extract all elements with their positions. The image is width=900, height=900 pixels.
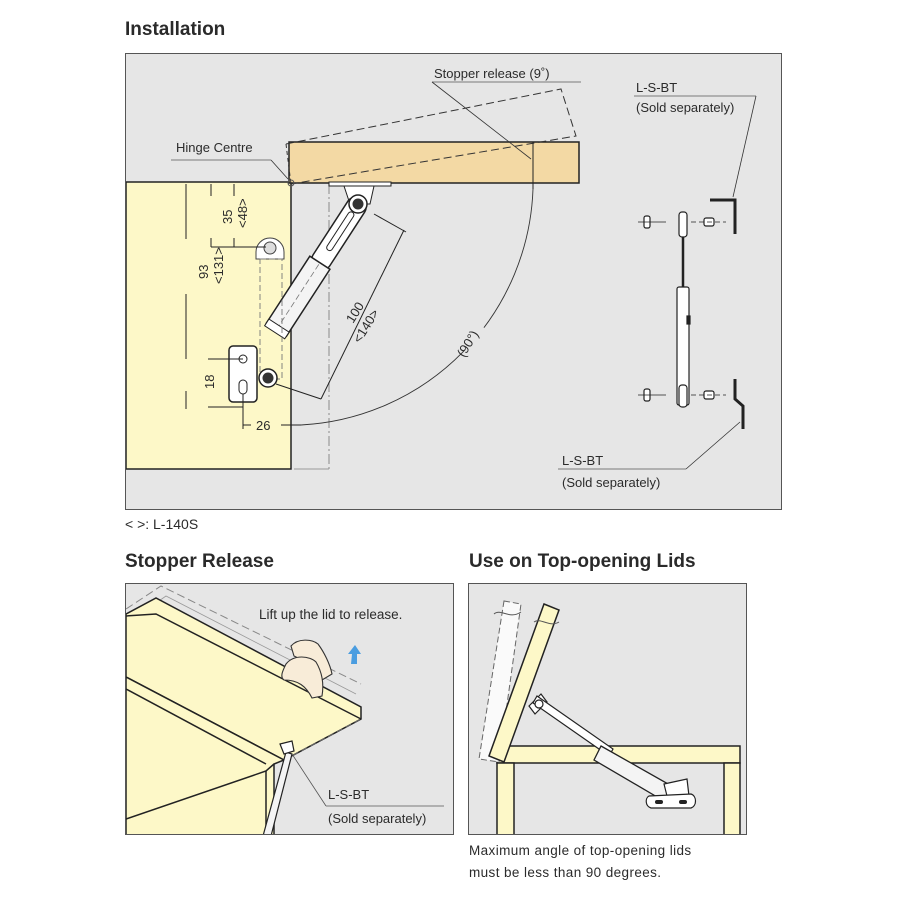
table-leg-left (496, 762, 515, 834)
hand-illustration (281, 639, 333, 699)
dim-height-alt: <131> (211, 247, 226, 284)
accessory-top-note: (Sold separately) (636, 100, 734, 115)
top-opening-stay (528, 693, 697, 809)
stay-base-plate (645, 793, 697, 809)
installation-diagram: Hinge Centre Stopper release (9˚) L-S-BT… (125, 53, 782, 510)
lid-released-outline (285, 88, 577, 185)
stay-bracket (279, 740, 295, 755)
caption-line-1: Maximum angle of top-opening lids (469, 843, 692, 858)
top-opening-drawing (478, 600, 741, 834)
top-opening-caption: Maximum angle of top-opening lids must b… (469, 840, 759, 884)
lift-instruction: Lift up the lid to release. (259, 607, 402, 622)
dim-side-offset: 26 (256, 418, 270, 433)
model-legend: < >: L-140S (125, 516, 199, 532)
stopper-release-heading: Stopper Release (125, 551, 274, 572)
stay-rod (262, 751, 293, 834)
exploded-stay (638, 198, 745, 429)
dim-top-offset-alt: <48> (235, 198, 250, 228)
installation-heading: Installation (125, 19, 226, 40)
stopper-release-diagram: Lift up the lid to release. L-S-BT (Sold… (125, 583, 454, 835)
lid-open (488, 603, 560, 763)
dim-mount-spacing: 18 (202, 375, 217, 389)
table-leg-right (723, 762, 741, 834)
caption-line-2: must be less than 90 degrees. (469, 865, 662, 880)
stopper-release-label: Stopper release (9˚) (434, 66, 550, 81)
dim-top-offset: 35 (220, 210, 235, 224)
dim-height: 93 (196, 265, 211, 279)
accessory-bottom-note: (Sold separately) (562, 475, 660, 490)
top-opening-heading: Use on Top-opening Lids (469, 551, 696, 572)
open-angle-arc (300, 188, 534, 426)
accessory-bottom-name: L-S-BT (562, 453, 603, 468)
hinge-centre-label: Hinge Centre (176, 140, 253, 155)
accessory-name: L-S-BT (328, 787, 369, 802)
stopper-release-drawing: Lift up the lid to release. L-S-BT (Sold… (126, 585, 444, 834)
accessory-note: (Sold separately) (328, 811, 426, 826)
installation-drawing: Hinge Centre Stopper release (9˚) L-S-BT… (126, 66, 757, 490)
lid-stay (263, 196, 367, 340)
lift-arrow-icon (348, 645, 361, 664)
accessory-top-name: L-S-BT (636, 80, 677, 95)
top-opening-diagram (468, 583, 747, 835)
hinge-centre-marker (287, 179, 295, 187)
lid-max-angle-ghost (478, 600, 522, 763)
